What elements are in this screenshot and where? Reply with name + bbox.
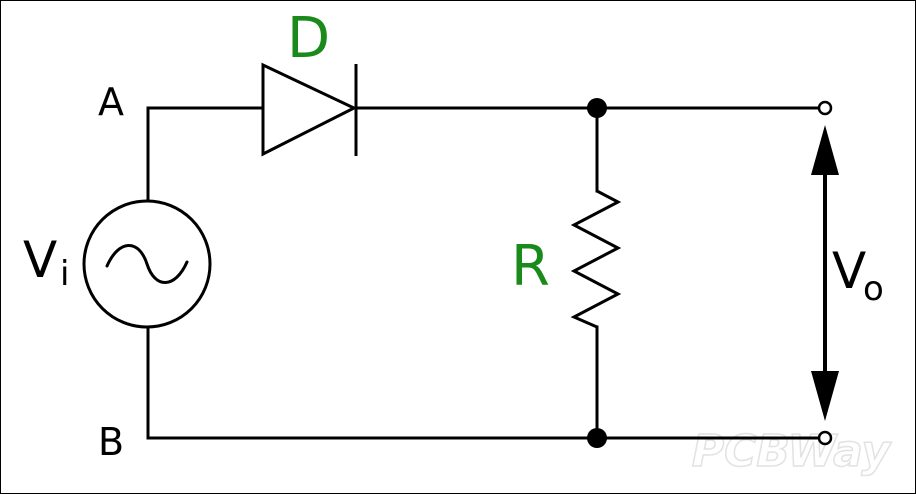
output-voltage-label: V	[832, 242, 866, 300]
source-voltage-subscript: i	[60, 254, 69, 294]
junction-dot-top	[587, 98, 607, 118]
output-terminal-bottom	[817, 430, 833, 446]
ac-source-symbol	[82, 199, 212, 329]
node-a-label: A	[98, 80, 124, 124]
output-terminal-top	[817, 100, 833, 116]
resistor-symbol	[570, 189, 622, 329]
output-voltage-subscript: o	[863, 269, 884, 309]
diode-label: D	[287, 6, 330, 71]
node-b-label: B	[98, 420, 124, 464]
output-voltage-arrow	[811, 125, 839, 421]
source-voltage-label: V	[23, 231, 57, 289]
resistor-label: R	[511, 234, 550, 299]
watermark-text: PCBWay	[692, 426, 893, 477]
junction-dot-bottom	[587, 428, 607, 448]
diode-symbol	[261, 62, 358, 157]
